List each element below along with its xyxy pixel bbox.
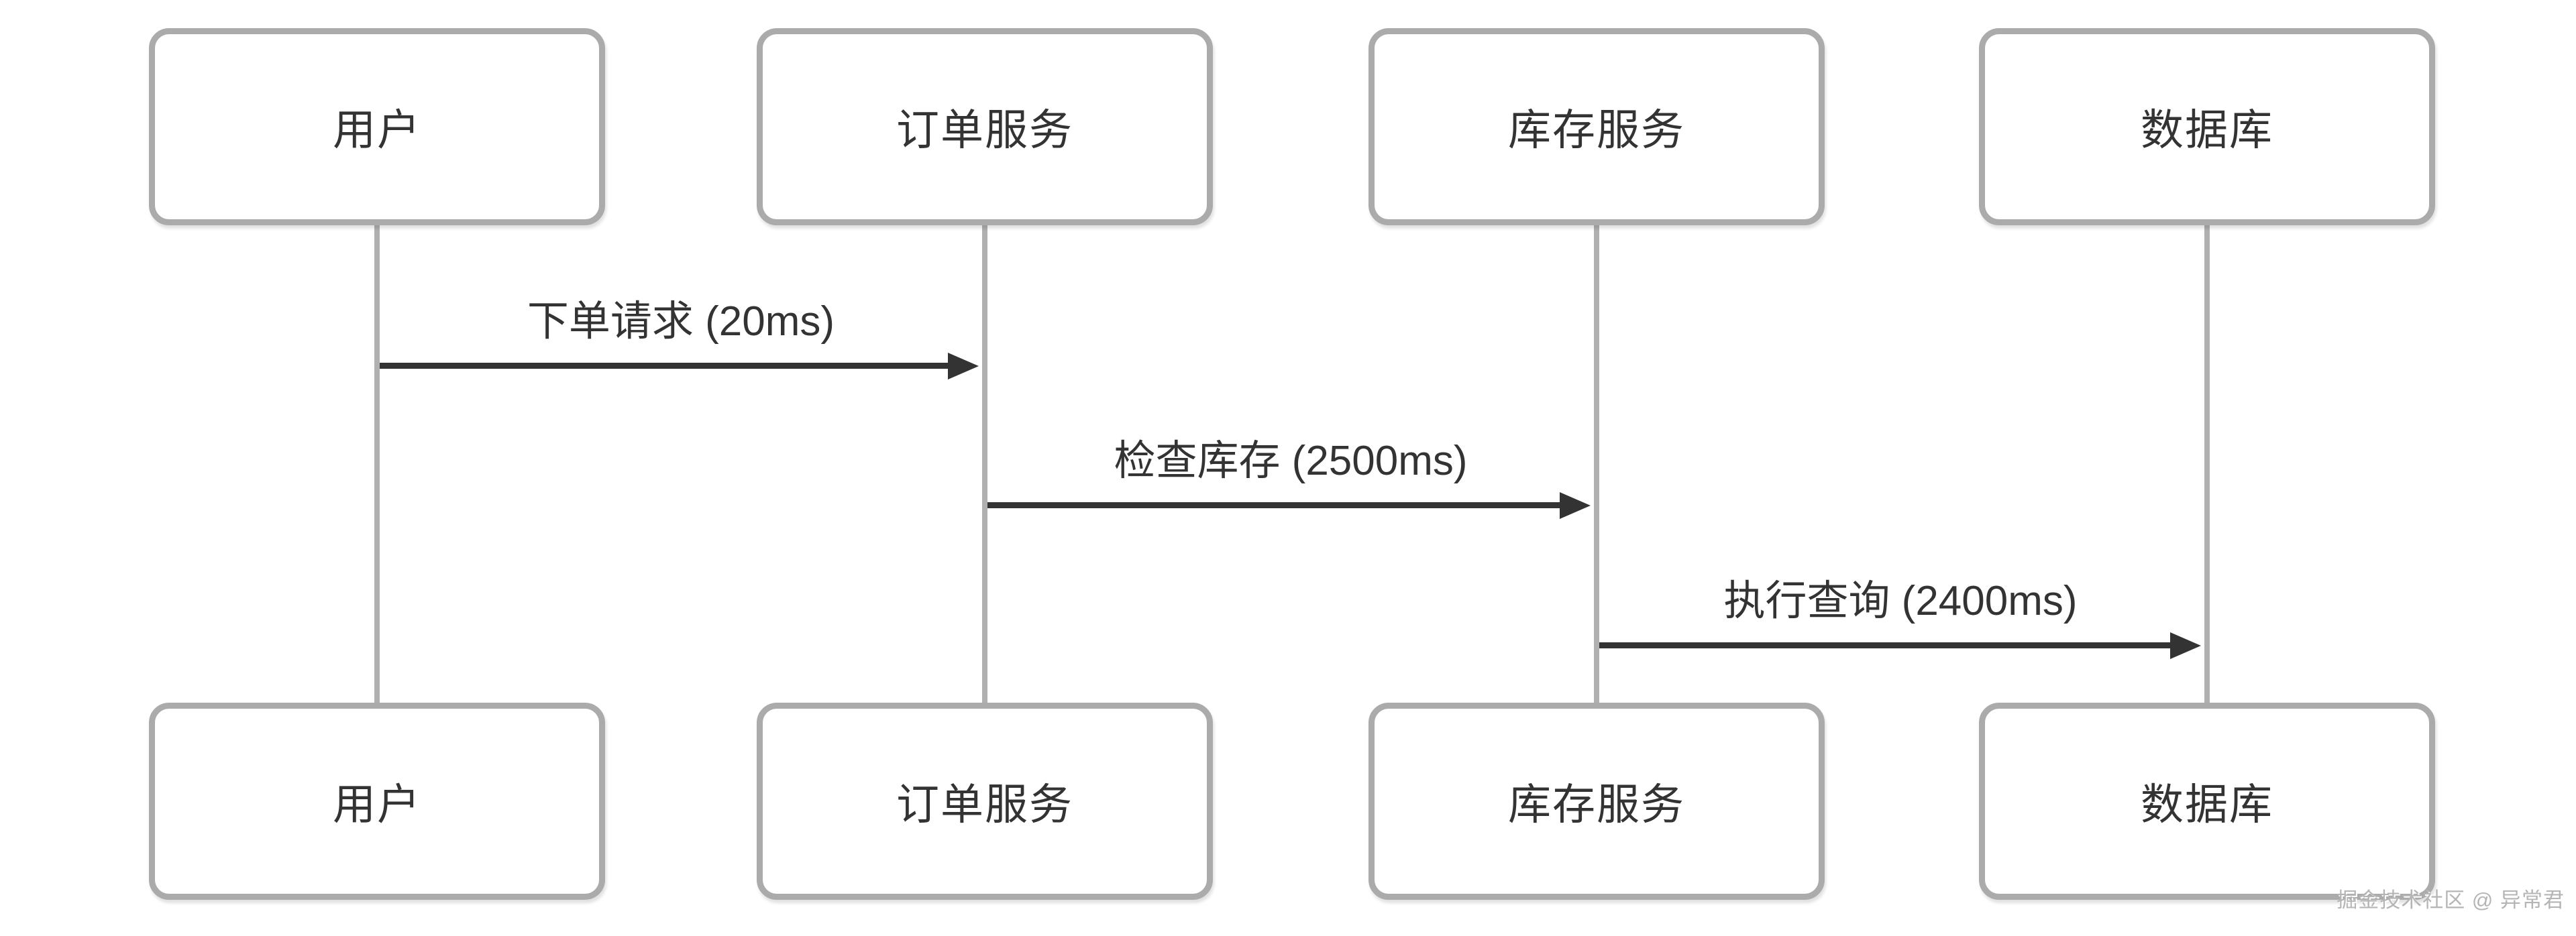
lifeline-database [2204, 225, 2210, 703]
actor-top-order-service: 订单服务 [757, 28, 1213, 225]
actor-bottom-user: 用户 [149, 703, 605, 900]
lifeline-inventory-service [1594, 225, 1599, 703]
actor-label-inventory-service-bottom: 库存服务 [1508, 780, 1685, 829]
actor-label-order-service: 订单服务 [896, 106, 1073, 154]
actor-bottom-inventory-service: 库存服务 [1368, 703, 1825, 900]
actor-label-order-service-bottom: 订单服务 [896, 780, 1073, 829]
message-arrow-order-request [380, 353, 979, 379]
lifeline-user [374, 225, 380, 703]
message-arrow-execute-query [1599, 632, 2201, 659]
actor-bottom-order-service: 订单服务 [757, 703, 1213, 900]
actor-top-database: 数据库 [1979, 28, 2435, 225]
lifeline-order-service [982, 225, 987, 703]
actor-bottom-database: 数据库 [1979, 703, 2435, 900]
actor-label-user-bottom: 用户 [333, 780, 421, 829]
message-label-order-request: 下单请求 (20ms) [527, 298, 835, 345]
watermark: 掘金技术社区 @ 异常君 [2337, 888, 2565, 912]
actor-top-inventory-service: 库存服务 [1368, 28, 1825, 225]
message-arrow-check-inventory [987, 492, 1591, 519]
actor-label-database: 数据库 [2141, 106, 2273, 154]
actor-label-user: 用户 [333, 106, 421, 154]
actor-top-user: 用户 [149, 28, 605, 225]
actor-label-database-bottom: 数据库 [2141, 780, 2273, 829]
message-label-check-inventory: 检查库存 (2500ms) [1114, 438, 1468, 484]
message-label-execute-query: 执行查询 (2400ms) [1723, 578, 2078, 624]
actor-label-inventory-service: 库存服务 [1508, 106, 1685, 154]
